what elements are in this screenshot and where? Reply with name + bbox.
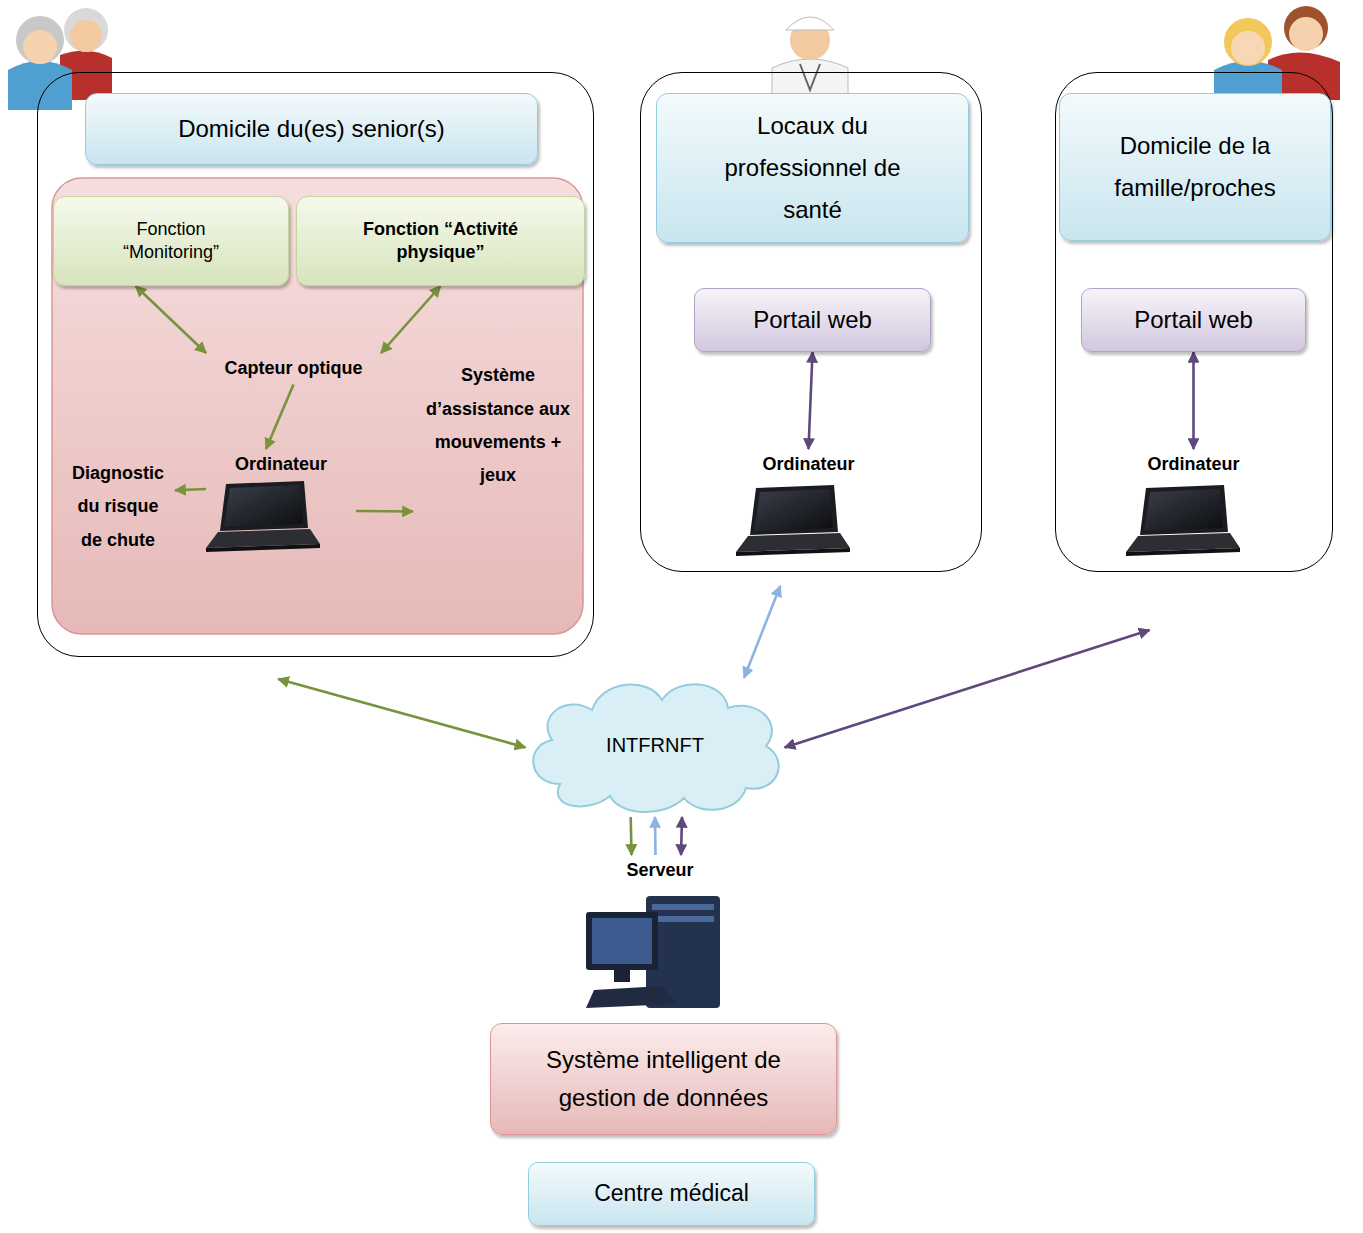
sensor-label: Capteur optique [206, 353, 381, 384]
output-label: Diagnostic du risque de chute [61, 451, 175, 563]
heading-text: Domicile de la famille/proches [1078, 125, 1313, 209]
connector-arrow [785, 630, 1150, 747]
node-text: Fonction “Monitoring” [109, 218, 234, 265]
node-text: INTFRNFT [606, 732, 704, 758]
laptop-icon [1126, 485, 1240, 556]
connector-arrow [654, 817, 657, 855]
family-container: Domicile de la famille/prochesPortail we… [1055, 72, 1333, 572]
doctor-icon [772, 17, 848, 102]
connector-arrow [266, 384, 294, 449]
connector-arrow [356, 510, 413, 513]
server-icon [586, 896, 720, 1008]
portal-box: Portail web [1081, 288, 1306, 352]
node-text: Serveur [626, 859, 693, 882]
node-text: Portail web [753, 304, 872, 335]
node-text: Système d’assistance aux mouvements + je… [421, 359, 575, 492]
computer-label: Ordinateur [1131, 449, 1256, 554]
node-text: Diagnostic du risque de chute [69, 457, 167, 557]
output-label: Système d’assistance aux mouvements + je… [413, 331, 583, 521]
portal-box: Portail web [694, 288, 931, 352]
node-text: Ordinateur [235, 453, 327, 476]
node-text: Portail web [1134, 304, 1253, 335]
server-label: Serveur [585, 855, 735, 1015]
computer-label: Ordinateur [746, 449, 871, 554]
node-text: Capteur optique [225, 357, 363, 380]
connector-arrow [744, 586, 780, 678]
data-system-box: Système intelligent de gestion de donnée… [490, 1023, 837, 1135]
connector-arrow [175, 489, 206, 490]
laptop-icon [736, 485, 850, 556]
connector-arrow [629, 817, 632, 855]
home-container: Domicile du(es) senior(s) Fonction “Monit… [37, 72, 594, 657]
function-box: Fonction “Activité physique” [296, 196, 585, 286]
connector-arrow [381, 286, 441, 353]
cloud-outline [533, 684, 778, 812]
connector-arrow [278, 679, 525, 747]
heading-tab: Domicile du(es) senior(s) [85, 93, 538, 165]
node-text: Ordinateur [762, 453, 854, 476]
heading-tab: Domicile de la famille/proches [1059, 93, 1331, 241]
connector-arrow [1192, 352, 1195, 449]
medical-center-box: Centre médical [528, 1162, 815, 1226]
connector-arrow [681, 817, 682, 855]
function-box: Fonction “Monitoring” [53, 196, 289, 286]
heading-tab: Locaux du professionnel de santé [656, 93, 969, 243]
laptop-icon [206, 481, 320, 552]
heading-text: Locaux du professionnel de santé [705, 105, 920, 231]
office-container: Locaux du professionnel de santéPortail … [640, 72, 982, 572]
internet-cloud: INTFRNFT [520, 672, 790, 817]
node-text: Système intelligent de gestion de donnée… [514, 1041, 814, 1118]
heading-text: Domicile du(es) senior(s) [178, 108, 445, 150]
computer-label: Ordinateur [206, 449, 356, 549]
node-text: Ordinateur [1147, 453, 1239, 476]
node-text: Centre médical [594, 1179, 749, 1209]
connector-arrow [809, 352, 813, 449]
connector-arrow [136, 286, 206, 353]
node-text: Fonction “Activité physique” [326, 218, 556, 265]
